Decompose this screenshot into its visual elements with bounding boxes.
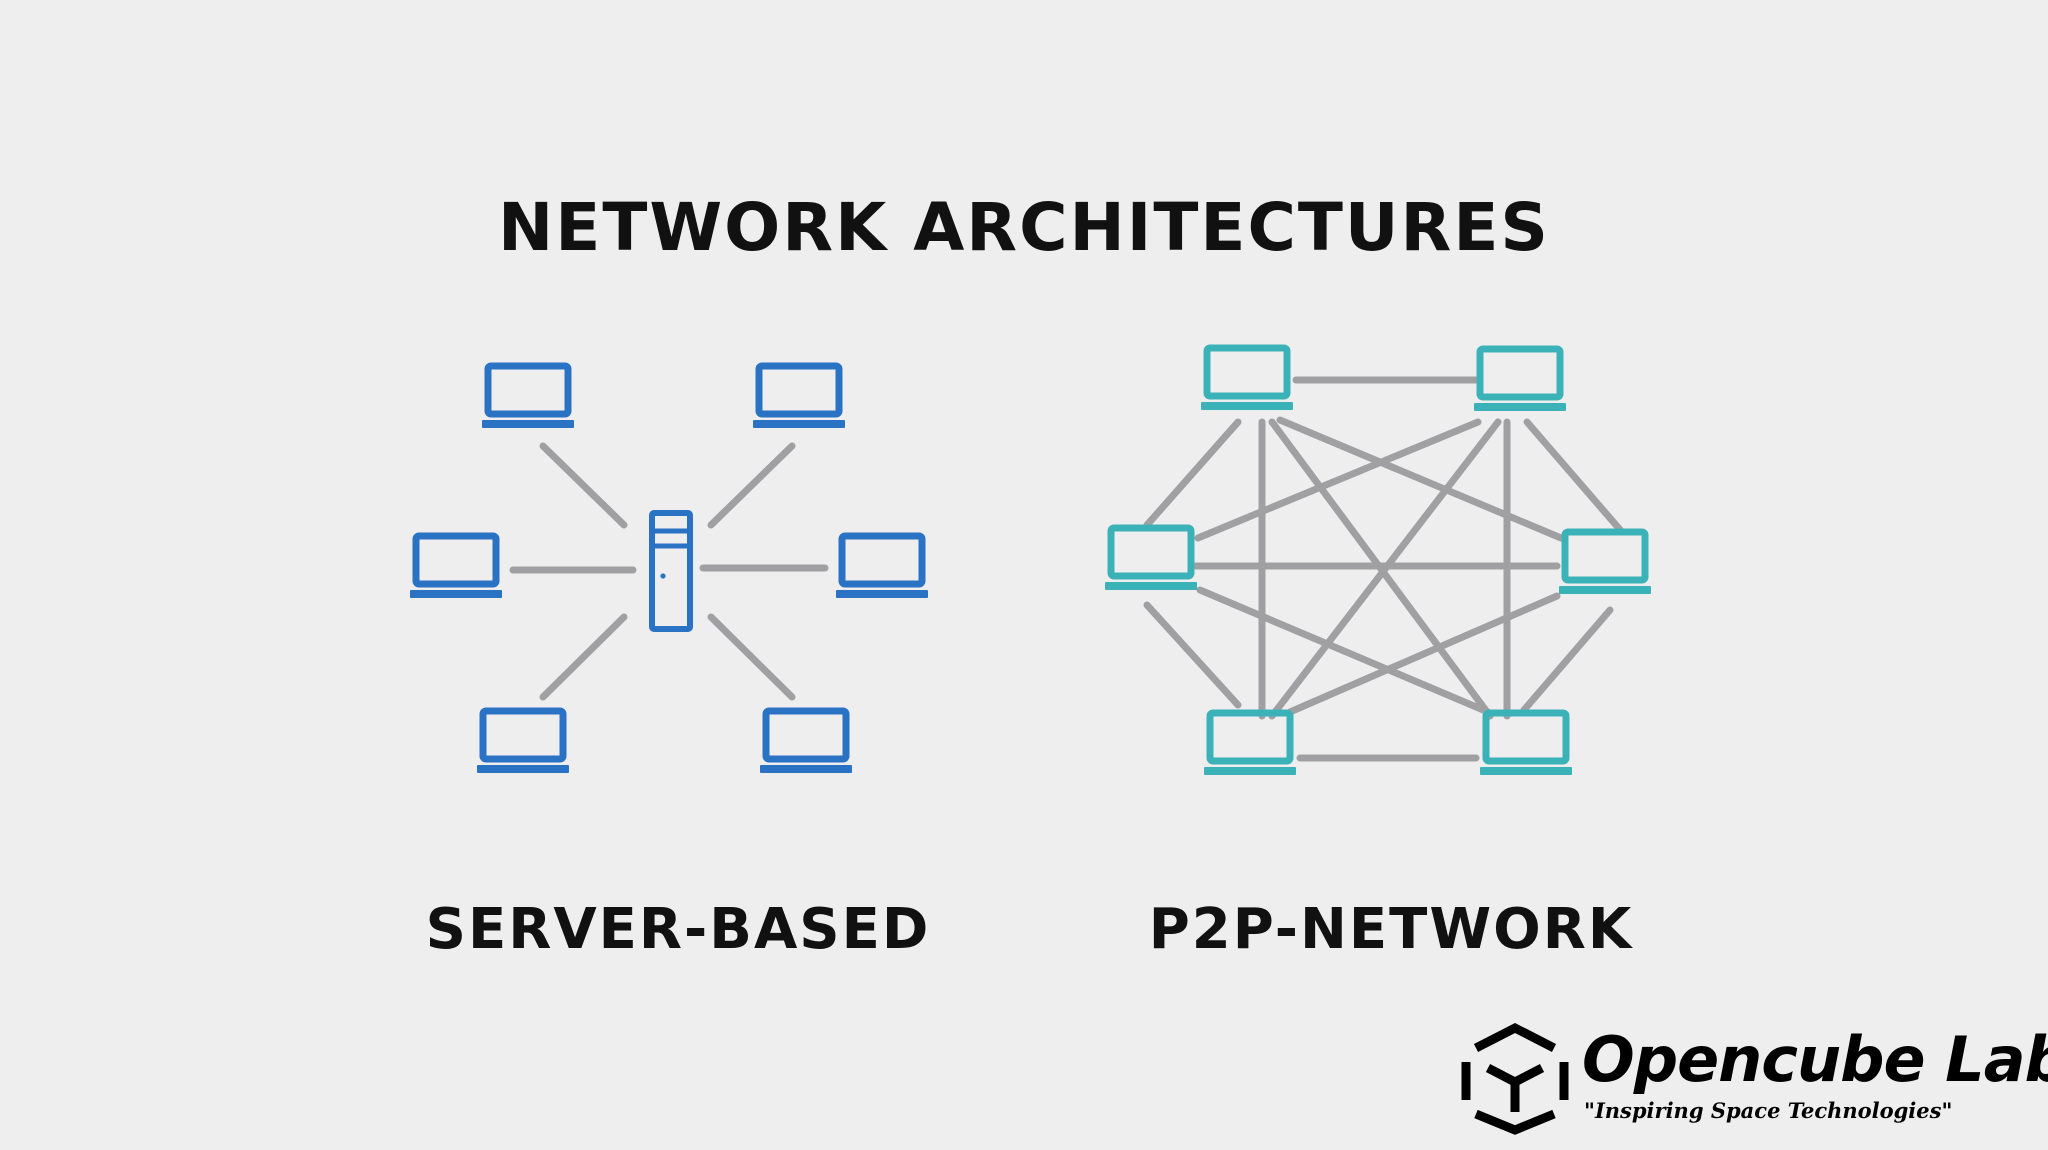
server-link: [707, 613, 796, 701]
opencube-labs-logo: Opencube Labs "Inspiring Space Technolog…: [1458, 1020, 2048, 1135]
server-link: [539, 442, 628, 529]
laptop-icon: [1204, 713, 1296, 775]
laptop-icon: [1201, 348, 1293, 410]
cube-logo-icon: [1461, 1022, 1569, 1135]
p2p-link: [1523, 418, 1626, 536]
laptop-icon: [836, 536, 928, 598]
laptop-icon: [760, 711, 852, 773]
laptop-icon: [1559, 532, 1651, 594]
logo-name: Opencube Labs: [1582, 1023, 2048, 1096]
laptop-icon: [1105, 528, 1197, 590]
server-based-caption: SERVER-BASED: [425, 897, 931, 962]
server-link: [539, 613, 628, 701]
laptop-icon: [1474, 349, 1566, 411]
p2p-link: [1276, 416, 1565, 542]
laptop-icon: [410, 536, 502, 598]
p2p-link: [1194, 418, 1482, 542]
p2p-link: [1286, 592, 1561, 716]
laptop-icon: [477, 711, 569, 773]
main-title: NETWORK ARCHITECTURES: [498, 189, 1550, 266]
p2p-link: [1196, 586, 1492, 716]
server-icon: [649, 510, 693, 632]
logo-tagline: "Inspiring Space Technologies": [1584, 1098, 1953, 1123]
laptop-icon: [753, 366, 845, 428]
server-links: [509, 442, 829, 701]
p2p-network-caption: P2P-NETWORK: [1148, 897, 1634, 962]
server-link: [707, 442, 796, 529]
p2p-link: [1143, 418, 1242, 529]
p2p-links: [1143, 376, 1626, 762]
laptop-icon: [482, 366, 574, 428]
p2p-link: [1520, 606, 1614, 714]
laptop-icon: [1480, 713, 1572, 775]
p2p-link: [1143, 601, 1242, 709]
